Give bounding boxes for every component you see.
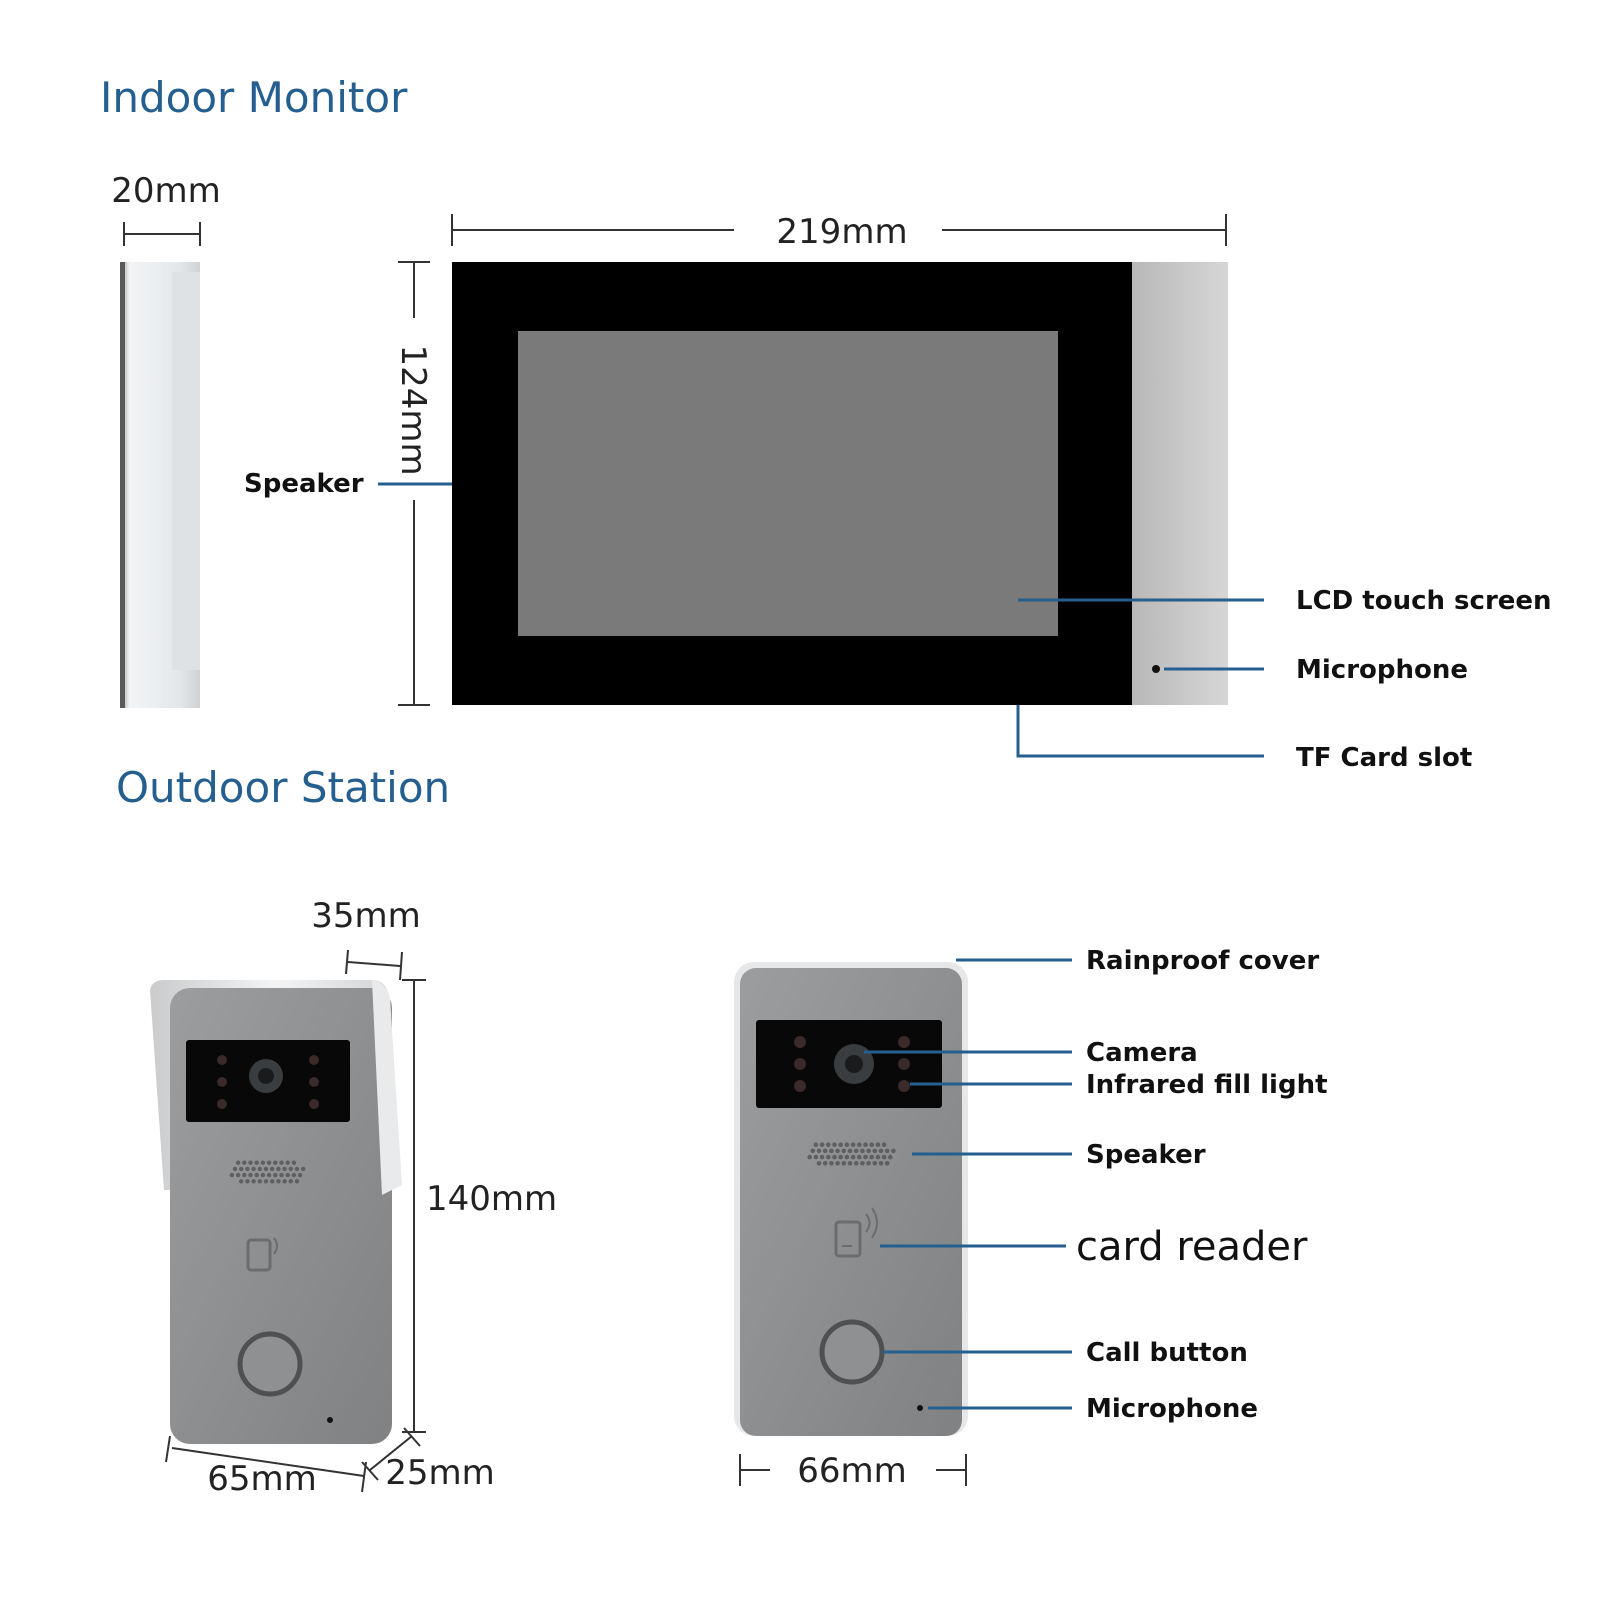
outdoor-height-dimension-line xyxy=(402,979,426,1433)
card-reader-icon-3d xyxy=(246,1237,278,1272)
outdoor-station-title: Outdoor Station xyxy=(116,763,450,812)
side-view-edge xyxy=(120,262,125,708)
outdoor-depth-dimension-line xyxy=(345,949,403,981)
indoor-width-label: 219mm xyxy=(776,212,907,252)
indoor-speaker-label: Speaker xyxy=(244,469,364,499)
cover-side-3d xyxy=(372,980,402,1195)
outdoor-front-view xyxy=(734,962,968,1436)
indoor-monitor-title: Indoor Monitor xyxy=(100,73,408,122)
monitor-side-strip xyxy=(1132,262,1228,705)
call-button-3d xyxy=(237,1331,303,1397)
card-reader-label: card reader xyxy=(1076,1224,1308,1270)
outdoor-microphone-label: Microphone xyxy=(1086,1394,1258,1424)
outdoor-3d-view xyxy=(150,980,402,1444)
lcd-touch-screen-label: LCD touch screen xyxy=(1296,586,1552,616)
indoor-height-dimension-line xyxy=(398,261,430,706)
outdoor-speaker-label: Speaker xyxy=(1086,1140,1206,1170)
indoor-depth-dimension-line xyxy=(123,222,201,246)
camera-lens-inner-3d xyxy=(258,1068,274,1084)
indoor-side-view xyxy=(120,262,200,708)
infrared-leds-3d xyxy=(217,1055,319,1109)
outdoor-thickness-dimension-line xyxy=(361,1427,421,1481)
side-view-mount xyxy=(172,272,200,670)
call-button-label: Call button xyxy=(1086,1338,1248,1368)
camera-lens-inner-front xyxy=(845,1055,863,1073)
outdoor-front-width-dimension-line xyxy=(739,1454,967,1486)
monitor-microphone-hole xyxy=(1152,665,1160,673)
outdoor-depth-label: 35mm xyxy=(311,896,421,936)
outdoor-front-width-label: 66mm xyxy=(797,1451,907,1491)
camera-label: Camera xyxy=(1086,1038,1198,1068)
infrared-leds-front xyxy=(794,1036,910,1092)
speaker-grille-3d xyxy=(229,1160,306,1184)
indoor-microphone-label: Microphone xyxy=(1296,655,1468,685)
outdoor-width-label: 65mm xyxy=(207,1459,317,1499)
infrared-fill-light-label: Infrared fill light xyxy=(1086,1070,1328,1100)
microphone-hole-front xyxy=(917,1405,923,1411)
indoor-depth-label: 20mm xyxy=(111,171,221,211)
tf-card-slot-label: TF Card slot xyxy=(1296,743,1472,773)
microphone-hole-3d xyxy=(327,1417,333,1423)
call-button-front xyxy=(819,1319,885,1385)
indoor-front-view xyxy=(452,262,1228,705)
outdoor-thickness-label: 25mm xyxy=(385,1453,495,1493)
card-reader-icon xyxy=(834,1207,878,1258)
indoor-height-label: 124mm xyxy=(393,344,433,475)
lcd-screen xyxy=(518,331,1058,636)
rainproof-cover-label: Rainproof cover xyxy=(1086,946,1319,976)
indoor-width-dimension-line xyxy=(451,214,1227,246)
outdoor-height-label: 140mm xyxy=(426,1179,557,1219)
speaker-grille-front xyxy=(807,1142,896,1166)
tf-card-leader xyxy=(1016,705,1264,758)
